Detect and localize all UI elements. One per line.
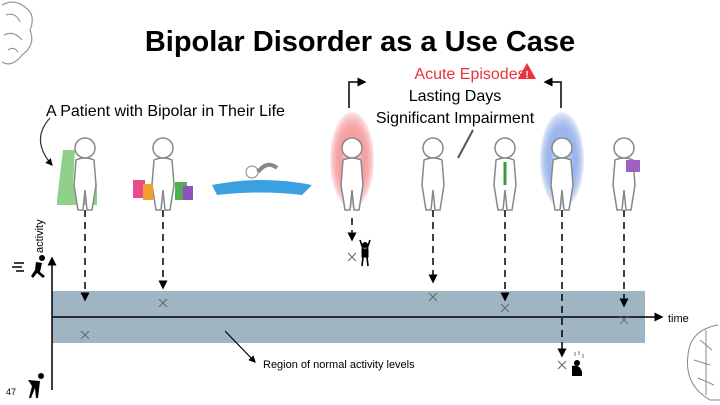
tired-person-icon <box>28 373 44 398</box>
activity-marker <box>428 292 438 302</box>
figure-sitting-chair-icon <box>57 137 97 211</box>
acute-episodes-label: Acute Episodes <box>414 66 526 83</box>
figure-depressive-episode-icon <box>540 112 584 211</box>
manic-callout-arrow <box>348 77 367 108</box>
circuit-brain-icon <box>686 324 720 401</box>
figure-reading-icon <box>612 137 640 211</box>
warning-icon: ! <box>518 63 536 81</box>
patient-label: A Patient with Bipolar in Their Life <box>46 103 285 120</box>
slide-title: Bipolar Disorder as a Use Case <box>144 26 576 58</box>
activity-marker <box>158 298 168 308</box>
depressed-person-icon <box>572 351 584 376</box>
figure-manic-episode-icon <box>330 112 374 211</box>
time-axis-label: time <box>668 313 689 325</box>
figure-presenting-icon <box>493 137 517 211</box>
slide-number: 47 <box>6 387 17 397</box>
significant-impairment-label: Significant Impairment <box>375 110 535 127</box>
region-label: Region of normal activity levels <box>263 359 415 371</box>
svg-text:!: ! <box>525 70 528 81</box>
activity-marker <box>500 303 510 313</box>
cheering-person-icon <box>359 239 371 267</box>
running-person-icon <box>12 255 45 278</box>
activity-marker <box>347 252 357 262</box>
lasting-days-label: Lasting Days <box>408 88 502 105</box>
activity-axis-label: activity <box>34 219 46 253</box>
activity-marker <box>619 315 629 325</box>
figure-running-icon <box>421 129 474 211</box>
figure-swimming-icon <box>212 162 312 195</box>
patient-curved-arrow <box>39 117 53 166</box>
figure-shopping-icon <box>133 137 193 211</box>
activity-marker <box>80 330 90 340</box>
region-pointer-arrow <box>224 330 256 363</box>
activity-marker <box>557 360 567 370</box>
depressive-callout-arrow <box>543 77 562 108</box>
brain-logo-icon <box>1 1 33 65</box>
